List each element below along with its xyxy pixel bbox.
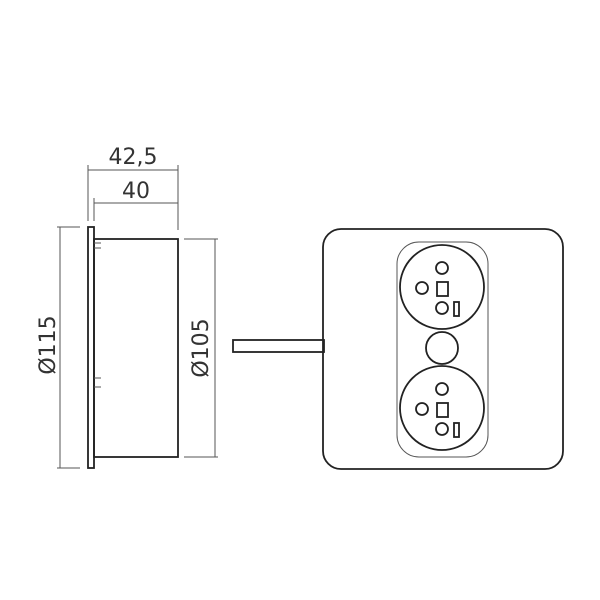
dimension-label-body-depth: 40 [122,179,150,204]
earth-pin-hole [435,382,449,396]
pin-hole-left [415,402,429,416]
square-slot [436,281,449,297]
dimension-total-depth: 42,5 [87,145,179,230]
earth-pin-hole [435,261,449,275]
narrow-slot [453,301,460,317]
cover-plate [322,228,564,470]
side-view [87,226,179,469]
narrow-slot [453,422,460,438]
housing-body [93,238,179,458]
dimension-body-depth: 40 [93,179,178,221]
pin-hole-bottom [435,422,449,436]
square-slot [436,402,449,418]
mounting-tab-top [94,242,101,249]
socket-frame [396,241,489,458]
dimension-label-flange-diameter: Ø115 [36,315,61,374]
pin-hole-bottom [435,301,449,315]
front-view [322,228,564,470]
center-knob [425,331,459,365]
socket-top [399,244,485,330]
cable [232,339,325,353]
pin-hole-left [415,281,429,295]
dimension-label-body-diameter: Ø105 [189,318,214,377]
dimension-body-diameter: Ø105 [184,238,218,458]
socket-bottom [399,365,485,451]
dimension-flange-diameter: Ø115 [36,226,80,469]
mounting-tab-bottom [94,377,101,388]
dimension-label-total-depth: 42,5 [109,145,158,170]
